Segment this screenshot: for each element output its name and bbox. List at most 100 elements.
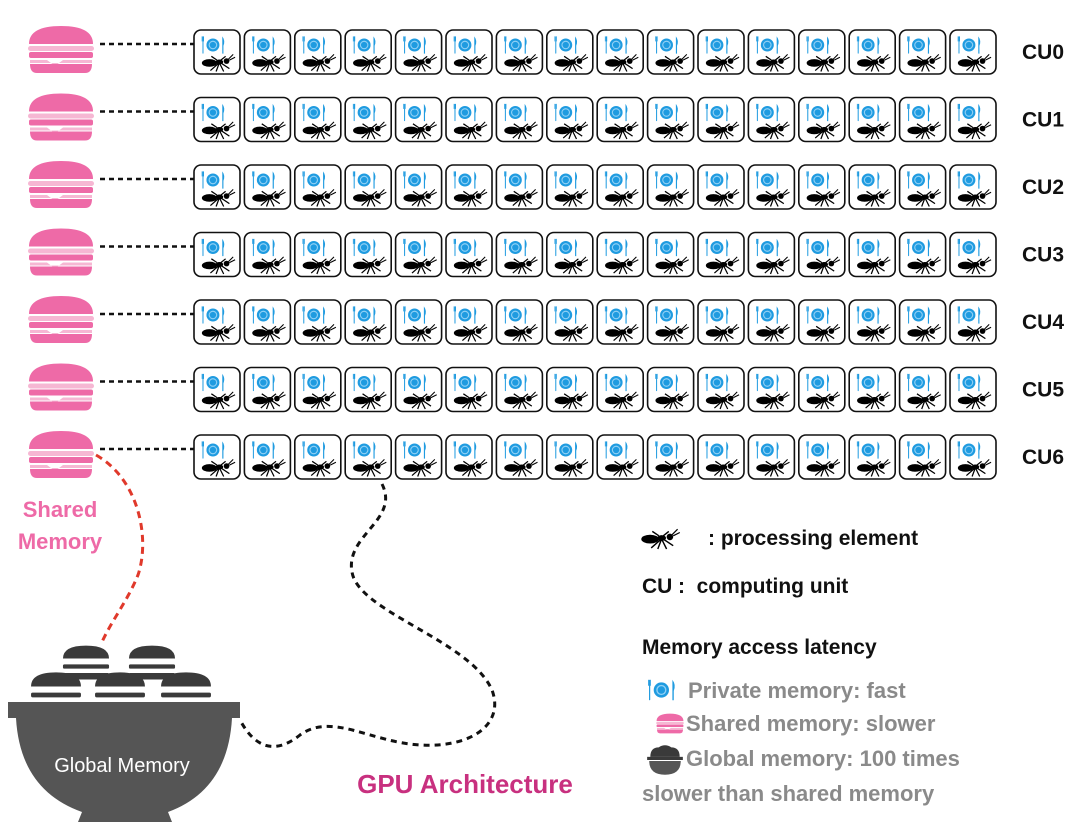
processing-element [848,164,897,210]
processing-element [545,434,594,480]
legend-shared-memory: Shared memory: slower [686,711,936,736]
processing-element [545,231,594,278]
processing-element [646,434,695,480]
processing-element [243,366,292,413]
bowl-icon [8,702,240,822]
processing-element [545,96,594,143]
processing-element [697,299,745,345]
processing-element [495,299,544,345]
processing-element [193,434,241,480]
processing-element [193,366,241,413]
processing-element [848,299,897,345]
processing-element [344,29,393,75]
processing-element [193,231,241,278]
processing-element [394,231,443,278]
processing-element [243,96,292,143]
processing-element [394,299,443,345]
shared-to-global-link [95,453,145,643]
processing-element [243,231,292,278]
processing-element [293,96,342,143]
processing-element [495,231,544,278]
processing-element [848,231,897,278]
processing-element [747,164,796,210]
shared-memory-burger-icon [28,93,94,141]
shared-memory-burger-icon [28,161,94,208]
processing-element [243,29,292,75]
processing-element [545,164,594,210]
processing-element [646,366,695,413]
processing-element [394,96,443,143]
architecture-label: GPU Architecture [357,769,573,799]
processing-element [445,164,493,210]
processing-element [797,299,846,345]
processing-element [797,434,846,480]
processing-element [949,231,997,278]
processing-element [898,434,947,480]
processing-element [697,29,745,75]
processing-element [193,299,241,345]
processing-element [293,29,342,75]
global-memory-burger-icon [30,645,212,710]
processing-element [848,366,897,413]
legend-computing-unit: : computing unit [678,575,848,598]
processing-element [596,29,645,75]
processing-element [293,434,342,480]
global-memory: Global Memory [8,645,240,822]
processing-element [797,29,846,75]
processing-element [646,164,695,210]
compute-unit-row: CU3 [28,228,1064,278]
processing-element [243,164,292,210]
legend-latency-title: Memory access latency [642,636,877,659]
processing-element [193,29,241,75]
processing-element [545,29,594,75]
processing-element [495,366,544,413]
cu-label: CU1 [1022,109,1064,132]
processing-element [949,434,997,480]
processing-element [596,231,645,278]
burger-icon [656,713,684,734]
global-memory-label: Global Memory [54,755,190,777]
processing-element [445,299,493,345]
shared-memory-label-line1: Shared [23,497,98,522]
processing-element [293,366,342,413]
processing-element [646,29,695,75]
processing-element [949,366,997,413]
ant-icon [640,528,681,550]
processing-element [596,366,645,413]
processing-element [545,299,594,345]
processing-element [445,231,493,278]
compute-unit-row: CU0 [28,26,1064,75]
processing-element [747,434,796,480]
processing-element [495,29,544,75]
shared-memory-burger-icon [28,228,94,276]
processing-element [697,96,745,143]
processing-element [545,366,594,413]
processing-element [243,299,292,345]
cu-label: CU3 [1022,244,1064,267]
legend: : processing element CU : computing unit… [640,527,960,806]
processing-element [949,29,997,75]
processing-element [646,299,695,345]
cu-to-global-link [238,483,497,748]
legend-global-memory-line1: Global memory: 100 times [686,746,960,771]
processing-element [193,164,241,210]
processing-element [596,299,645,345]
compute-unit-row: CU4 [28,296,1064,345]
processing-element [193,96,241,143]
processing-element [898,366,947,413]
legend-global-memory-line2: slower than shared memory [642,781,935,806]
processing-element [949,164,997,210]
processing-element [445,29,493,75]
processing-element [797,96,846,143]
plate-cutlery-icon [648,679,675,701]
shared-memory-burger-icon [28,296,94,343]
shared-memory-label-line2: Memory [18,529,103,554]
processing-element [596,164,645,210]
processing-element [344,299,393,345]
processing-element [697,434,745,480]
compute-unit-row: CU1 [28,93,1064,143]
processing-element [797,231,846,278]
processing-element [797,366,846,413]
processing-element [697,231,745,278]
